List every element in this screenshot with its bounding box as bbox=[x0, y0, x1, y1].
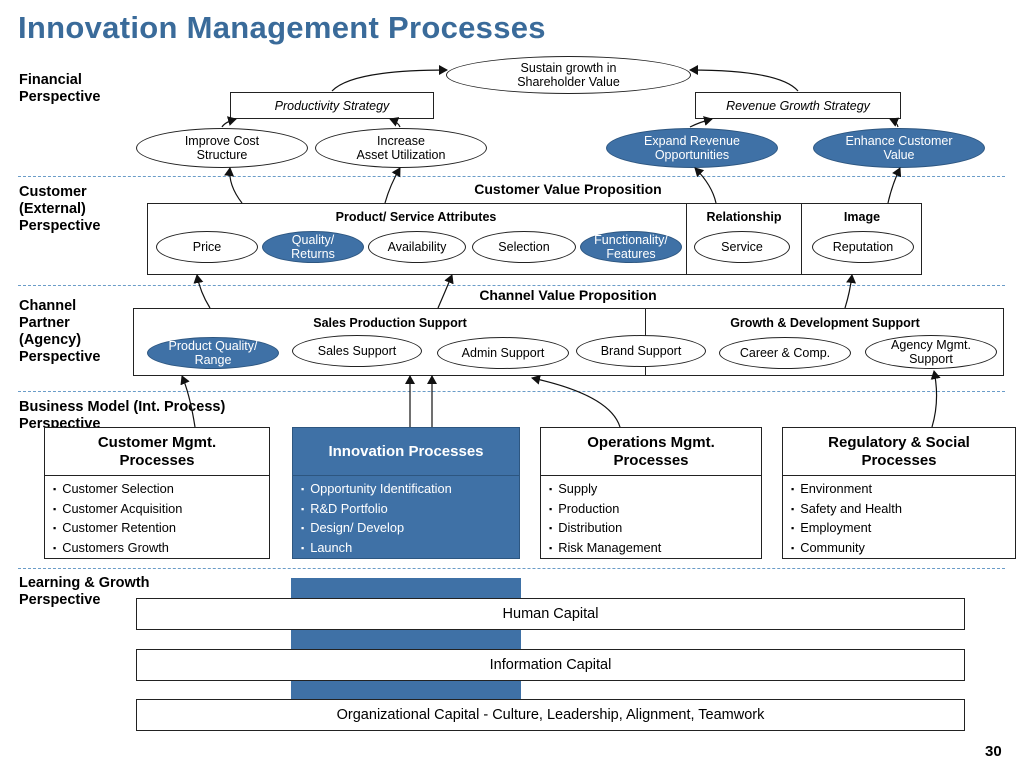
agency-mgmt-support-item: Agency Mgmt. Support bbox=[865, 335, 997, 369]
quality-returns-attribute: Quality/ Returns bbox=[262, 231, 364, 263]
arrow-customer-to-revenue-opp bbox=[694, 167, 717, 204]
sales-production-support-label: Sales Production Support bbox=[313, 316, 467, 330]
expand-revenue-opportunities: Expand Revenue Opportunities bbox=[606, 128, 778, 168]
divider-channel-business bbox=[18, 391, 1005, 392]
growth-development-support-label: Growth & Development Support bbox=[730, 316, 920, 330]
arrow-customer-to-asset bbox=[384, 167, 401, 204]
process-title: Customer Mgmt. Processes bbox=[45, 428, 269, 476]
process-item: Community bbox=[791, 539, 1015, 559]
process-item: Design/ Develop bbox=[301, 519, 519, 539]
product-service-attributes-label: Product/ Service Attributes bbox=[335, 210, 497, 224]
sales-support-item: Sales Support bbox=[292, 335, 422, 367]
image-label: Image bbox=[843, 210, 881, 224]
customer-mgmt-process-box: Customer Mgmt. Processes Customer Select… bbox=[44, 427, 270, 559]
product-quality-range-item: Product Quality/ Range bbox=[147, 337, 279, 369]
operations-mgmt-process-box: Operations Mgmt. Processes Supply Produc… bbox=[540, 427, 762, 559]
arrow-customer-to-enhance bbox=[887, 167, 902, 204]
relationship-label: Relationship bbox=[706, 210, 782, 224]
page-title: Innovation Management Processes bbox=[18, 10, 546, 45]
divider-customer-channel bbox=[18, 285, 1005, 286]
career-comp-item: Career & Comp. bbox=[719, 337, 851, 369]
channel-value-box bbox=[133, 308, 1004, 376]
process-item: Supply bbox=[549, 480, 761, 500]
arrow-productivity-to-goal bbox=[331, 65, 448, 92]
information-capital-bar: Information Capital bbox=[136, 649, 965, 681]
process-item: R&D Portfolio bbox=[301, 500, 519, 520]
availability-attribute: Availability bbox=[368, 231, 466, 263]
process-item: Customer Retention bbox=[53, 519, 269, 539]
arrow-revenue-to-goal bbox=[689, 65, 799, 92]
price-attribute: Price bbox=[156, 231, 258, 263]
divider-financial-customer bbox=[18, 176, 1005, 177]
organizational-capital-bar: Organizational Capital - Culture, Leader… bbox=[136, 699, 965, 731]
financial-perspective-label: Financial Perspective bbox=[19, 72, 101, 105]
service-attribute: Service bbox=[694, 231, 790, 263]
process-title: Operations Mgmt. Processes bbox=[541, 428, 761, 476]
reputation-attribute: Reputation bbox=[812, 231, 914, 263]
customer-value-proposition-heading: Customer Value Proposition bbox=[474, 181, 662, 197]
revenue-growth-strategy: Revenue Growth Strategy bbox=[695, 92, 901, 119]
process-title: Regulatory & Social Processes bbox=[783, 428, 1015, 476]
arrow-asset-to-productivity bbox=[389, 117, 401, 128]
selection-attribute: Selection bbox=[472, 231, 576, 263]
process-item: Risk Management bbox=[549, 539, 761, 559]
customer-divider-2 bbox=[801, 203, 802, 275]
process-item: Safety and Health bbox=[791, 500, 1015, 520]
learning-perspective-label: Learning & Growth Perspective bbox=[19, 575, 150, 608]
arrow-customer-to-cost bbox=[224, 167, 243, 204]
process-item: Production bbox=[549, 500, 761, 520]
divider-business-learning bbox=[18, 568, 1005, 569]
process-item: Customer Acquisition bbox=[53, 500, 269, 520]
arrow-channel-to-customer-right bbox=[844, 274, 857, 309]
regulatory-social-process-box: Regulatory & Social Processes Environmen… bbox=[782, 427, 1016, 559]
process-item: Customer Selection bbox=[53, 480, 269, 500]
enhance-customer-value: Enhance Customer Value bbox=[813, 128, 985, 168]
process-item: Environment bbox=[791, 480, 1015, 500]
process-item: Employment bbox=[791, 519, 1015, 539]
admin-support-item: Admin Support bbox=[437, 337, 569, 369]
customer-divider-1 bbox=[686, 203, 687, 275]
arrow-enhance-to-revenue bbox=[889, 117, 900, 128]
page-number: 30 bbox=[985, 743, 1002, 760]
human-capital-bar: Human Capital bbox=[136, 598, 965, 630]
functionality-features-attribute: Functionality/ Features bbox=[580, 231, 682, 263]
arrow-regulatory-to-channel bbox=[930, 370, 941, 428]
process-item: Opportunity Identification bbox=[301, 480, 519, 500]
arrow-channel-to-customer-left bbox=[193, 274, 211, 309]
arrow-cost-to-productivity bbox=[221, 116, 237, 128]
business-perspective-label: Business Model (Int. Process) Perspectiv… bbox=[19, 399, 226, 432]
improve-cost-structure: Improve Cost Structure bbox=[136, 128, 308, 168]
process-item: Launch bbox=[301, 539, 519, 559]
channel-perspective-label: Channel Partner (Agency) Perspective bbox=[19, 298, 101, 365]
brand-support-item: Brand Support bbox=[576, 335, 706, 367]
customer-perspective-label: Customer (External) Perspective bbox=[19, 184, 101, 234]
arrow-operations-to-channel bbox=[531, 374, 621, 428]
innovation-process-box: Innovation Processes Opportunity Identif… bbox=[292, 427, 520, 559]
arrow-customer-mgmt-to-channel bbox=[180, 375, 196, 428]
productivity-strategy: Productivity Strategy bbox=[230, 92, 434, 119]
process-item: Customers Growth bbox=[53, 539, 269, 559]
channel-value-proposition-heading: Channel Value Proposition bbox=[479, 287, 657, 303]
arrow-revenue-opp-to-revenue bbox=[689, 116, 713, 128]
arrow-channel-to-customer-mid bbox=[437, 274, 454, 309]
process-item: Distribution bbox=[549, 519, 761, 539]
increase-asset-utilization: Increase Asset Utilization bbox=[315, 128, 487, 168]
process-title: Innovation Processes bbox=[293, 428, 519, 476]
